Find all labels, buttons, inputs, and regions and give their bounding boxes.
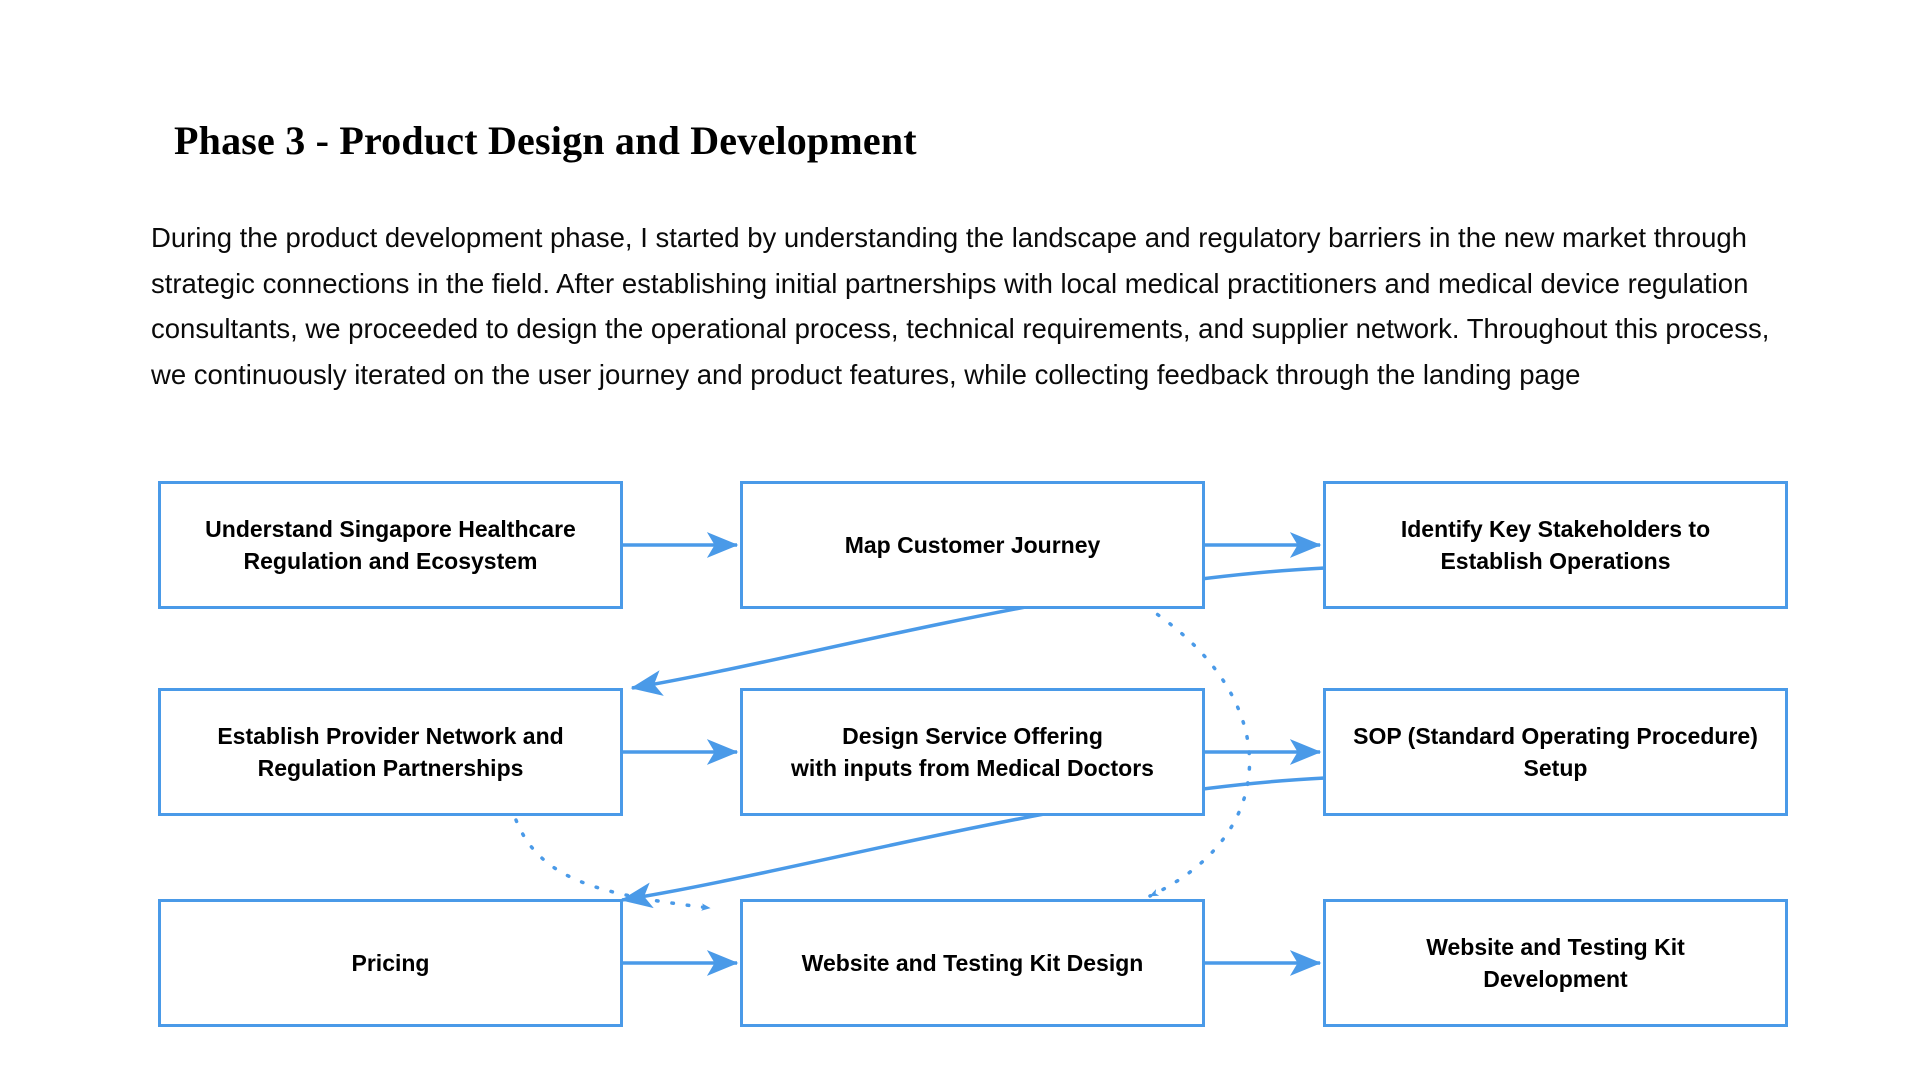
flow-node-label: Pricing — [351, 950, 430, 976]
page-title: Phase 3 - Product Design and Development — [174, 118, 917, 163]
flow-node-pricing[interactable]: Pricing — [158, 899, 623, 1027]
description-paragraph: During the product development phase, I … — [151, 222, 1770, 390]
flow-node-label: Website and Testing Kit Design — [801, 950, 1144, 976]
flow-node-sop-setup[interactable]: SOP (Standard Operating Procedure)Setup — [1323, 688, 1788, 816]
flow-node-website-testing-kit-design[interactable]: Website and Testing Kit Design — [740, 899, 1205, 1027]
flow-node-map-customer-journey[interactable]: Map Customer Journey — [740, 481, 1205, 609]
flow-node-label: Map Customer Journey — [844, 532, 1101, 558]
connector-dotted-establish-to-website-design — [514, 818, 712, 911]
flow-node-label: SOP (Standard Operating Procedure)Setup — [1353, 723, 1758, 781]
